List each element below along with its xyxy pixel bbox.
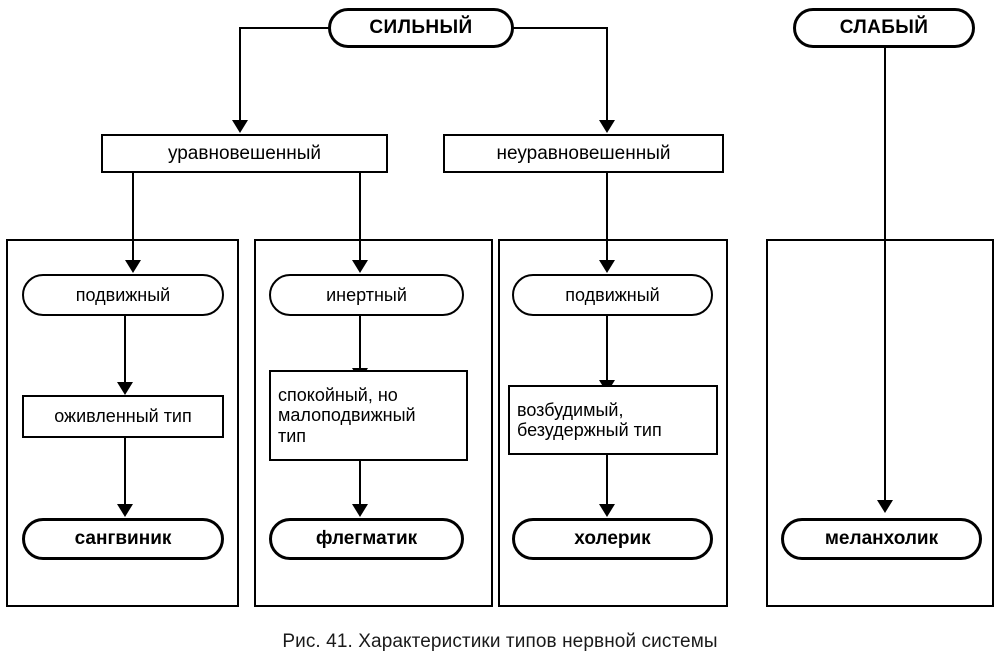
description-node-phlegmatic-label: спокойный, но малоподвижный тип (278, 385, 416, 445)
root-node-weak[interactable]: СЛАБЫЙ (793, 8, 975, 48)
mobility-node-sanguine-label: подвижный (75, 284, 171, 305)
connector-balanced-to-phlegmatic (359, 173, 361, 268)
arrowhead-choleric-description-to-temperament (599, 504, 615, 517)
description-node-choleric[interactable]: возбудимый, безудержный тип (508, 385, 718, 455)
description-node-choleric-label: возбудимый, безудержный тип (517, 400, 662, 440)
mobility-node-choleric[interactable]: подвижный (512, 274, 713, 316)
root-node-strong-label: СИЛЬНЫЙ (369, 17, 473, 38)
description-node-phlegmatic[interactable]: спокойный, но малоподвижный тип (269, 370, 468, 461)
temperament-node-melancholic-label: меланхолик (824, 528, 939, 549)
mobility-node-phlegmatic[interactable]: инертный (269, 274, 464, 316)
figure-caption: Рис. 41. Характеристики типов нервной си… (282, 631, 718, 652)
description-line: безудержный тип (517, 420, 662, 440)
connector-weak-to-melancholic (884, 48, 886, 508)
connector-unbalanced-to-choleric (606, 173, 608, 268)
temperament-node-choleric[interactable]: холерик (512, 518, 713, 560)
connector-strong-to-balanced-vertical (239, 27, 241, 127)
arrowhead-unbalanced-to-choleric (599, 260, 615, 273)
mobility-node-sanguine[interactable]: подвижный (22, 274, 224, 316)
level2-node-balanced-label: уравновешенный (167, 142, 322, 164)
connector-phlegmatic-description-to-temperament (359, 461, 361, 511)
temperament-node-sanguine[interactable]: сангвиник (22, 518, 224, 560)
connector-strong-to-unbalanced-vertical (606, 27, 608, 127)
connector-phlegmatic-mobility-to-description (359, 316, 361, 374)
connector-balanced-to-sanguine (132, 173, 134, 268)
arrowhead-balanced-to-sanguine (125, 260, 141, 273)
arrowhead-strong-to-balanced (232, 120, 248, 133)
connector-sanguine-description-to-temperament (124, 438, 126, 510)
mobility-node-phlegmatic-label: инертный (326, 284, 407, 305)
temperament-node-choleric-label: холерик (574, 528, 651, 549)
connector-choleric-description-to-temperament (606, 455, 608, 511)
arrowhead-sanguine-mobility-to-description (117, 382, 133, 395)
arrowhead-balanced-to-phlegmatic (352, 260, 368, 273)
description-node-sanguine-label: оживленный тип (54, 406, 192, 426)
description-node-sanguine[interactable]: оживленный тип (22, 395, 224, 438)
description-line: тип (278, 425, 307, 446)
temperament-node-phlegmatic-label: флегматик (315, 528, 418, 549)
arrowhead-phlegmatic-description-to-temperament (352, 504, 368, 517)
connector-sanguine-mobility-to-description (124, 316, 126, 388)
description-line: спокойный, но (278, 385, 398, 406)
root-node-strong[interactable]: СИЛЬНЫЙ (328, 8, 514, 48)
level2-node-unbalanced[interactable]: неуравновешенный (443, 134, 724, 173)
connector-choleric-mobility-to-description (606, 316, 608, 388)
description-line: малоподвижный (278, 405, 416, 426)
arrowhead-sanguine-description-to-temperament (117, 504, 133, 517)
description-line: возбудимый, (517, 399, 624, 420)
root-node-weak-label: СЛАБЫЙ (839, 17, 929, 38)
temperament-node-sanguine-label: сангвиник (74, 528, 172, 549)
level2-node-unbalanced-label: неуравновешенный (496, 142, 671, 164)
mobility-node-choleric-label: подвижный (565, 284, 660, 305)
temperament-node-phlegmatic[interactable]: флегматик (269, 518, 464, 560)
temperament-node-melancholic[interactable]: меланхолик (781, 518, 982, 560)
connector-strong-to-balanced-horizontal (239, 27, 329, 29)
arrowhead-weak-to-melancholic (877, 500, 893, 513)
connector-strong-to-unbalanced-horizontal (513, 27, 608, 29)
arrowhead-strong-to-unbalanced (599, 120, 615, 133)
level2-node-balanced[interactable]: уравновешенный (101, 134, 388, 173)
